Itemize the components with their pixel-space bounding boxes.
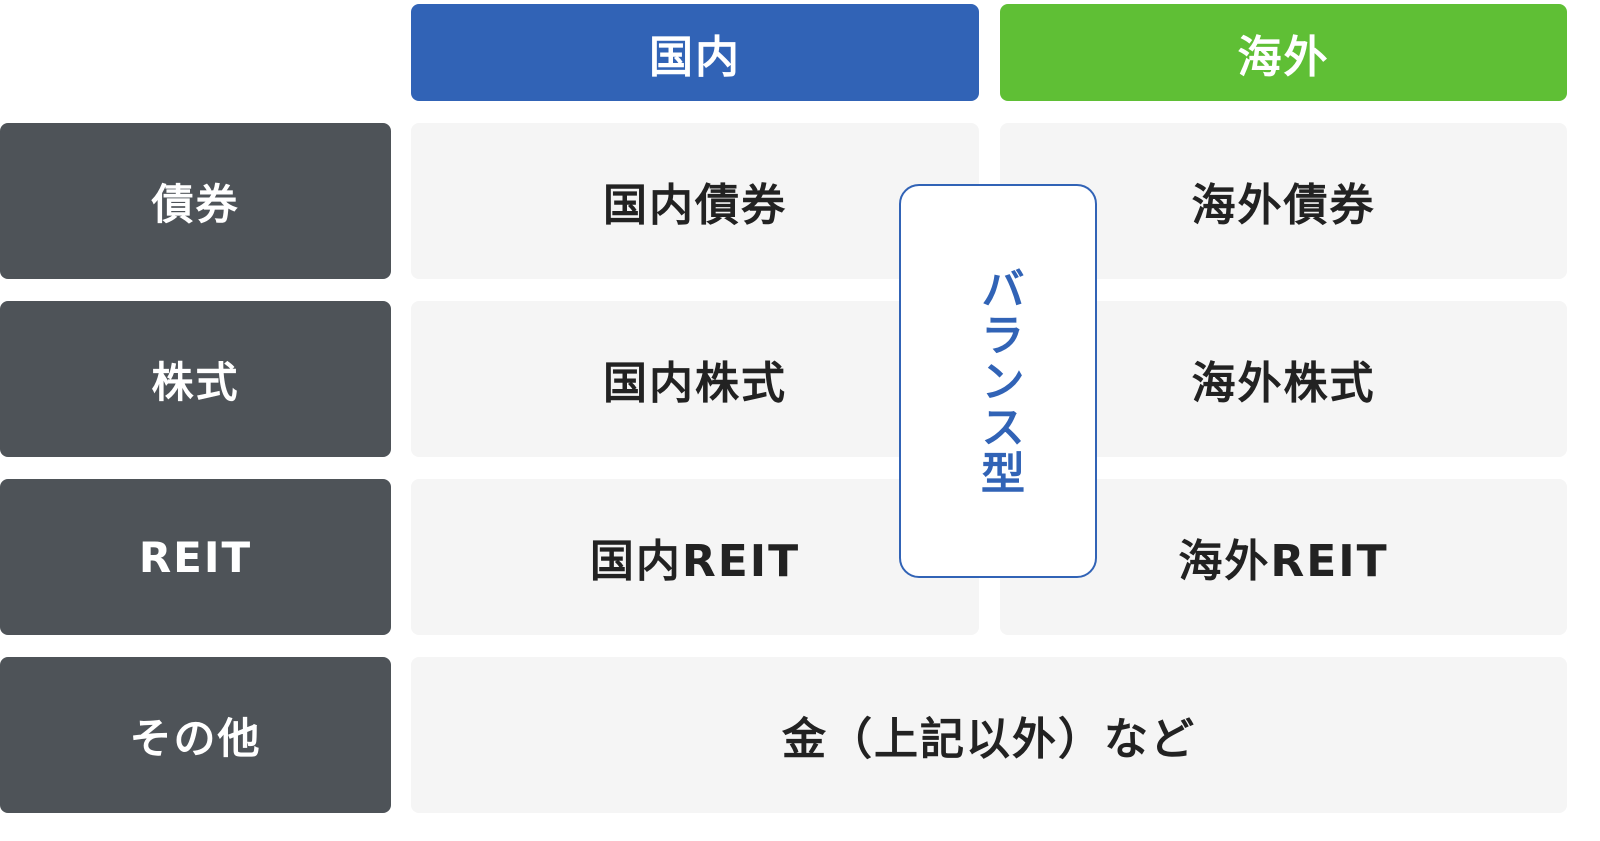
cell-domestic-bonds: 国内債券 (411, 123, 979, 279)
cell-domestic-stocks: 国内株式 (411, 301, 979, 457)
balance-type-label: バランス型 (973, 266, 1024, 496)
header-domestic: 国内 (411, 4, 979, 101)
header-foreign: 海外 (1000, 4, 1567, 101)
row-label-reit: REIT (0, 479, 391, 635)
balance-type-box: バランス型 (899, 184, 1097, 578)
row-label-bonds: 債券 (0, 123, 391, 279)
row-label-other: その他 (0, 657, 391, 813)
cell-domestic-reit: 国内REIT (411, 479, 979, 635)
row-label-stocks: 株式 (0, 301, 391, 457)
cell-other-gold: 金（上記以外）など (411, 657, 1567, 813)
